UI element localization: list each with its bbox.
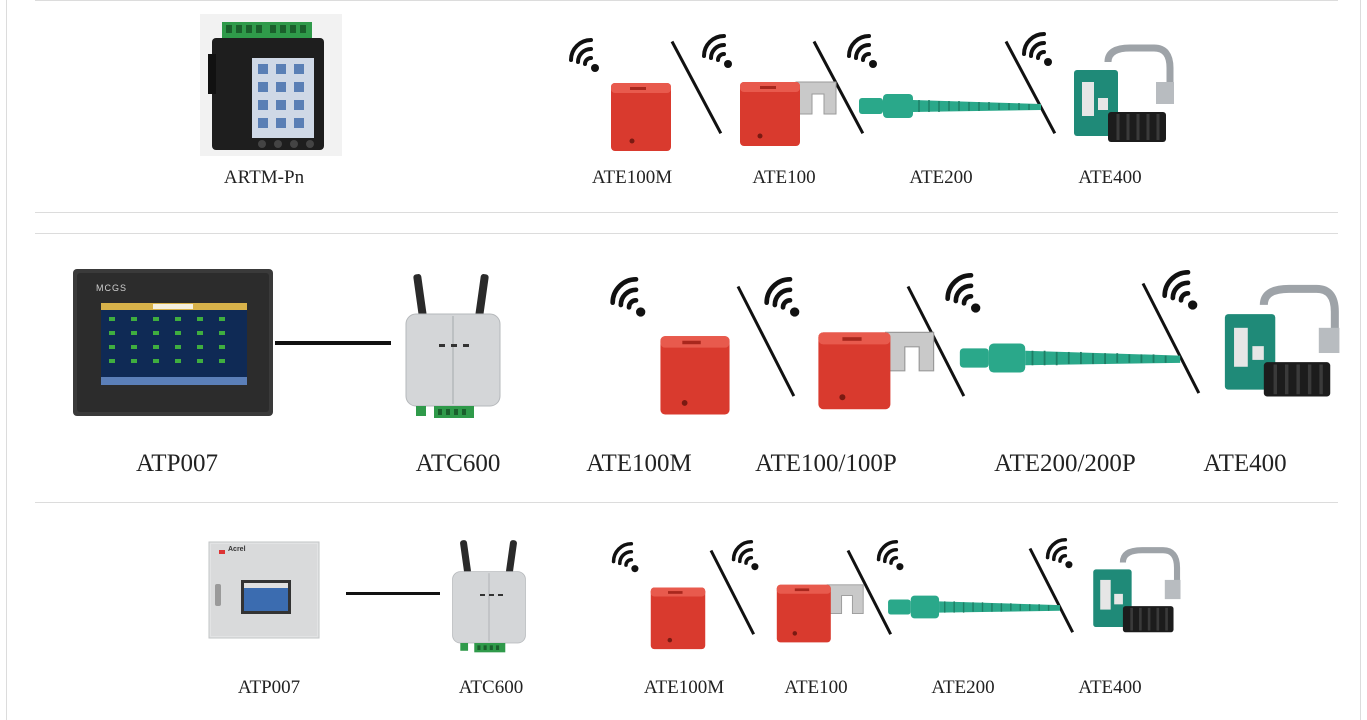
ate200-200p-device [959, 343, 1181, 373]
atc600-gateway [405, 313, 501, 418]
ate400-device [1074, 44, 1174, 142]
ate400-device [1224, 284, 1340, 397]
label-atp007: ATP007 [136, 450, 218, 477]
label-ate100-100p: ATE100/100P [755, 450, 897, 477]
status-led [480, 594, 485, 596]
label-ate200-200p: ATE200/200P [994, 450, 1136, 477]
wifi-icon [1162, 270, 1198, 310]
ate100m-device [650, 587, 706, 650]
atc600-gateway [452, 571, 526, 653]
wifi-icon [702, 34, 732, 68]
label-ate100m: ATE100M [591, 167, 673, 188]
atp007-touchscreen [73, 269, 273, 416]
label-atp007: ATP007 [237, 677, 301, 698]
row2-bottom-divider [35, 502, 1338, 503]
wifi-icon [847, 34, 877, 68]
label-ate400: ATE400 [1078, 167, 1142, 188]
acrel-brand: Acrel [228, 546, 246, 553]
status-led [489, 594, 494, 596]
label-atc600: ATC600 [458, 677, 524, 698]
status-led [439, 344, 445, 347]
wifi-icon [945, 273, 981, 313]
status-led [498, 594, 503, 596]
left-border [6, 0, 7, 720]
ate100-100p-device [818, 331, 935, 410]
ate200-device [888, 595, 1060, 619]
status-led [463, 344, 469, 347]
ate400-device [1093, 547, 1181, 633]
label-ate100m: ATE100M [586, 450, 692, 477]
artm-pn-device [200, 14, 342, 156]
ate100m-device [611, 83, 671, 151]
label-ate400: ATE400 [1203, 450, 1287, 477]
wifi-icon [1022, 32, 1052, 66]
wifi-icon [764, 277, 800, 317]
wifi-icon [569, 38, 599, 72]
ate100-device [776, 584, 864, 643]
wifi-icon [1045, 538, 1073, 569]
label-ate100m: ATE100M [643, 677, 725, 698]
connection-line [346, 592, 440, 595]
row2-top-divider [35, 233, 1338, 234]
label-artm-pn: ARTM-Pn [223, 167, 305, 188]
status-led [451, 344, 457, 347]
wifi-icon [731, 540, 759, 571]
label-ate100: ATE100 [752, 167, 816, 188]
ate200-device [859, 94, 1041, 118]
wifi-icon [876, 540, 904, 571]
row1-bottom-divider [35, 212, 1338, 213]
atp007-cabinet [208, 541, 320, 639]
ate100-device [740, 81, 837, 146]
wifi-icon [610, 277, 646, 317]
label-ate100: ATE100 [784, 677, 848, 698]
label-atc600: ATC600 [415, 450, 501, 477]
right-border [1360, 0, 1361, 720]
ate100m-device [660, 336, 730, 415]
wifi-icon [611, 542, 639, 573]
connection-line [275, 341, 391, 345]
label-ate200: ATE200 [909, 167, 973, 188]
top-border [35, 0, 1338, 1]
label-ate200: ATE200 [931, 677, 995, 698]
mcgs-brand: MCGS [96, 283, 127, 293]
label-ate400: ATE400 [1078, 677, 1142, 698]
